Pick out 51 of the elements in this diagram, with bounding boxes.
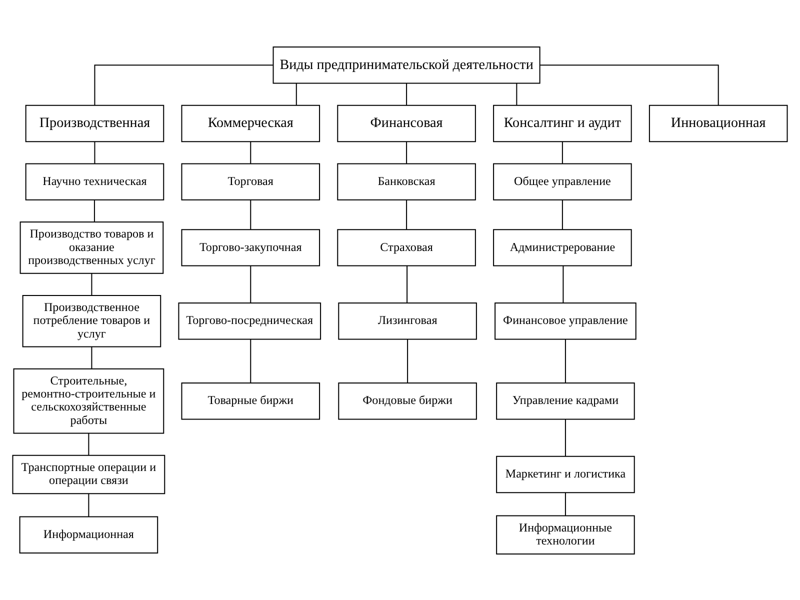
node-box: Торгово-посредническая [178,302,322,340]
node-box: Строительные, ремонтно-строительные и сельскохозяйственные работы [13,368,164,434]
node-box: Финансовая [337,104,476,142]
connector [407,338,408,382]
connector [562,200,563,229]
node-box: Лизинговая [338,302,477,340]
connector [250,200,252,229]
node-box: Информационные технологии [496,514,635,554]
node-box: Консалтинг и аудит [493,104,632,142]
node-box: Инновационная [648,104,788,142]
node-box: Товарные биржи [181,382,320,420]
node-box: Транспортные операции и операции связи [12,454,166,494]
connector [516,82,518,105]
node-box: Производственное потребление товаров и услуг [22,294,162,347]
node-box: Торговая [181,162,320,200]
connector [250,141,252,163]
node-box: Маркетинг и логистика [496,455,635,493]
connector [91,272,92,295]
connector [406,265,408,302]
node-box: Фондовые биржи [338,382,477,420]
node-box: Финансовое управление [494,302,636,340]
connector [94,200,95,222]
node-box: Администрерование [493,228,632,266]
connector [88,493,90,516]
node-box: Страховая [337,228,476,266]
connector [564,492,566,516]
connector [91,346,92,368]
connector [540,64,719,105]
connector [564,418,566,456]
connector [406,82,408,105]
connector [94,141,96,163]
connector [406,200,408,229]
connector [88,433,90,455]
node-box: Информационная [19,516,158,553]
node-box: Торгово-закупочная [181,228,320,266]
connector [562,141,563,163]
connector [250,338,252,382]
node-box: Общее управление [493,162,632,200]
connector [562,265,564,302]
node-box: Коммерческая [181,104,320,142]
connector [250,265,252,302]
node-box: Научно техническая [25,162,164,200]
connector [564,338,566,382]
node-box: Виды предпринимательской деятельности [272,46,540,84]
node-box: Банковская [337,162,476,200]
connector [296,82,297,105]
connector [406,141,408,163]
node-box: Управление кадрами [496,382,635,420]
node-box: Производственная [25,104,164,142]
node-box: Производство товаров и оказание производственных услуг [20,221,164,274]
connector [94,64,273,105]
